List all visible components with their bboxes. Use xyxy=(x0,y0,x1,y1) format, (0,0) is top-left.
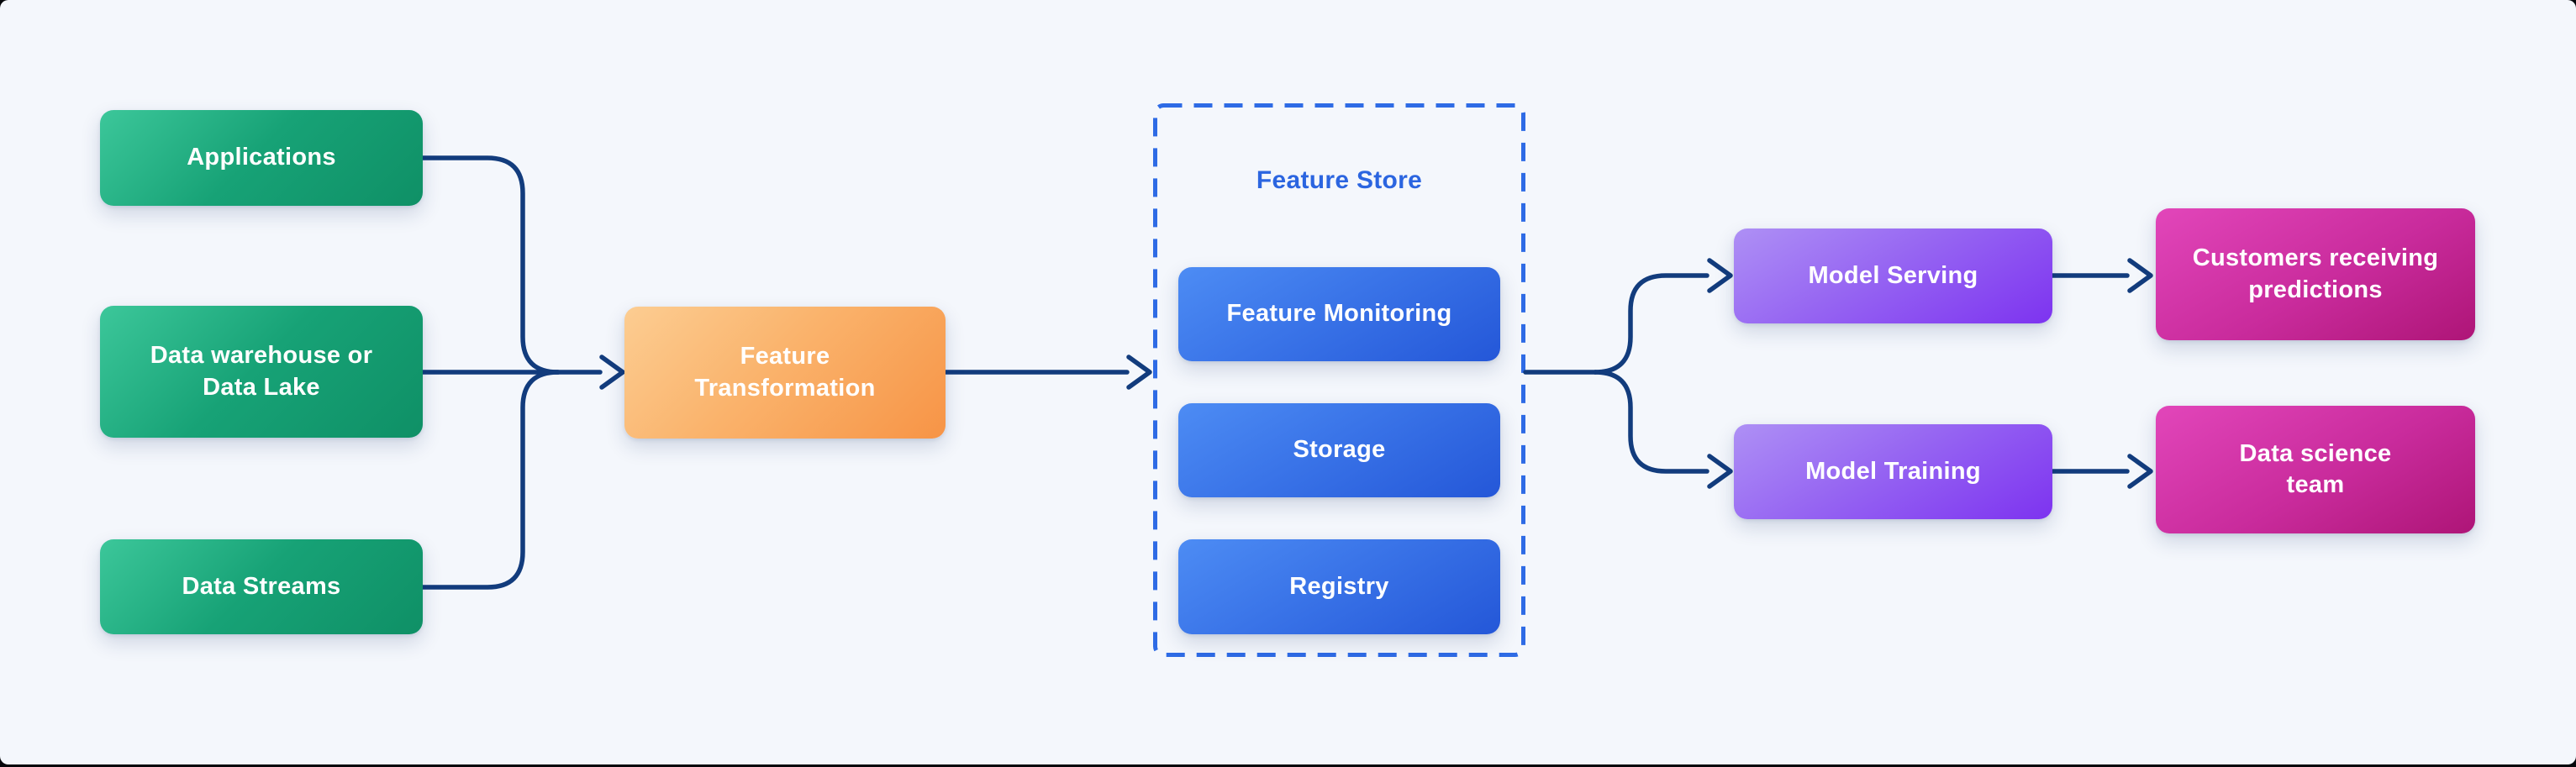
connector-streams-to-transformation xyxy=(420,370,561,590)
node-label: Storage xyxy=(1293,436,1386,464)
node-label: Data warehouse or Data Lake xyxy=(150,342,373,401)
node-model-serving: Model Serving xyxy=(1734,229,2052,323)
node-label: Registry xyxy=(1289,572,1389,600)
node-label: Model Serving xyxy=(1808,261,1978,289)
node-label: Data science team xyxy=(2239,439,2392,498)
node-label: Feature Transformation xyxy=(694,343,876,402)
node-label: Customers receiving predictions xyxy=(2192,244,2439,303)
connector-applications-to-transformation xyxy=(420,155,561,375)
node-storage: Storage xyxy=(1178,403,1500,497)
feature-store-title: Feature Store xyxy=(1256,166,1423,194)
arrowhead-into-transformation xyxy=(599,355,625,390)
connector-fork-to-model-training xyxy=(1593,370,1709,474)
arrowhead-into-customers xyxy=(2127,258,2153,293)
node-data-warehouse-or-data-lake: Data warehouse or Data Lake xyxy=(100,306,423,438)
arrowhead-into-model-serving xyxy=(1707,258,1733,293)
node-data-science-team: Data science team xyxy=(2156,406,2475,533)
node-label: Model Training xyxy=(1805,457,1981,485)
node-label: Applications xyxy=(187,144,336,171)
node-label: Feature Monitoring xyxy=(1226,300,1452,328)
arrowhead-into-feature-store xyxy=(1126,355,1152,390)
node-feature-transformation: Feature Transformation xyxy=(624,307,946,439)
node-model-training: Model Training xyxy=(1734,424,2052,519)
node-registry: Registry xyxy=(1178,539,1500,634)
node-label: Data Streams xyxy=(182,572,341,600)
node-feature-monitoring: Feature Monitoring xyxy=(1178,267,1500,361)
connector-fork-to-model-serving xyxy=(1593,273,1709,375)
arrowhead-into-ds-team xyxy=(2127,454,2153,489)
arrowhead-into-model-training xyxy=(1707,454,1733,489)
node-customers-receiving-predictions: Customers receiving predictions xyxy=(2156,208,2475,340)
node-applications: Applications xyxy=(100,110,423,206)
node-data-streams: Data Streams xyxy=(100,539,423,634)
